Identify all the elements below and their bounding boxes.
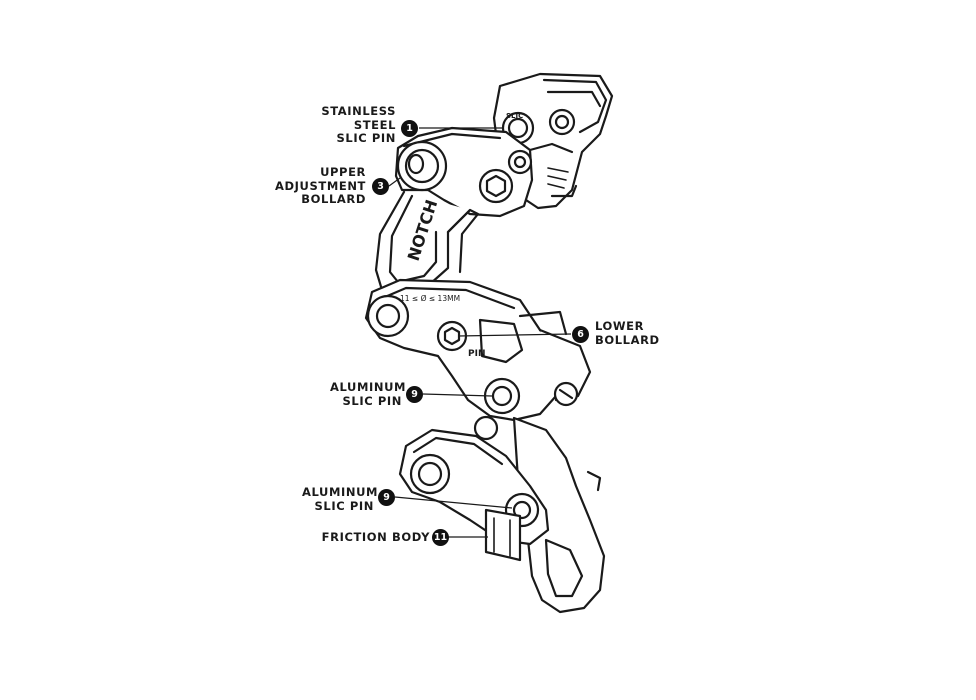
pin-engraving: SLIC (506, 112, 523, 120)
callout-label-3: UPPER ADJUSTMENT BOLLARD (275, 165, 366, 206)
callout-badge-6: 6 (572, 326, 589, 343)
callout-label-9-upper: ALUMINUM SLIC PIN (330, 380, 407, 408)
callout-badge-9-lower: 9 (378, 489, 395, 506)
callout-badge-1: 1 (401, 120, 418, 137)
callout-label-6: LOWER BOLLARD (595, 319, 660, 347)
leader-line-3 (388, 177, 401, 187)
callout-label-9-lower: ALUMINUM SLIC PIN (302, 485, 379, 513)
leader-line-6 (457, 333, 572, 337)
friction-body (484, 508, 522, 562)
callout-badge-9-upper: 9 (406, 386, 423, 403)
callout-badge-11: 11 (432, 529, 449, 546)
callout-label-1: STAINLESS STEEL SLIC PIN (321, 104, 396, 145)
leader-line-9a (422, 393, 493, 397)
callout-badge-3: 3 (372, 178, 389, 195)
lower-mark-engraving: PIN (468, 349, 485, 359)
upper-body (394, 126, 534, 218)
middle-plate (364, 278, 592, 422)
size-engraving: 11 ≤ Ø ≤ 13MM (400, 294, 460, 303)
lower-assembly (398, 415, 606, 614)
leader-line-9b (394, 496, 513, 509)
callout-label-11: FRICTION BODY (321, 530, 430, 544)
